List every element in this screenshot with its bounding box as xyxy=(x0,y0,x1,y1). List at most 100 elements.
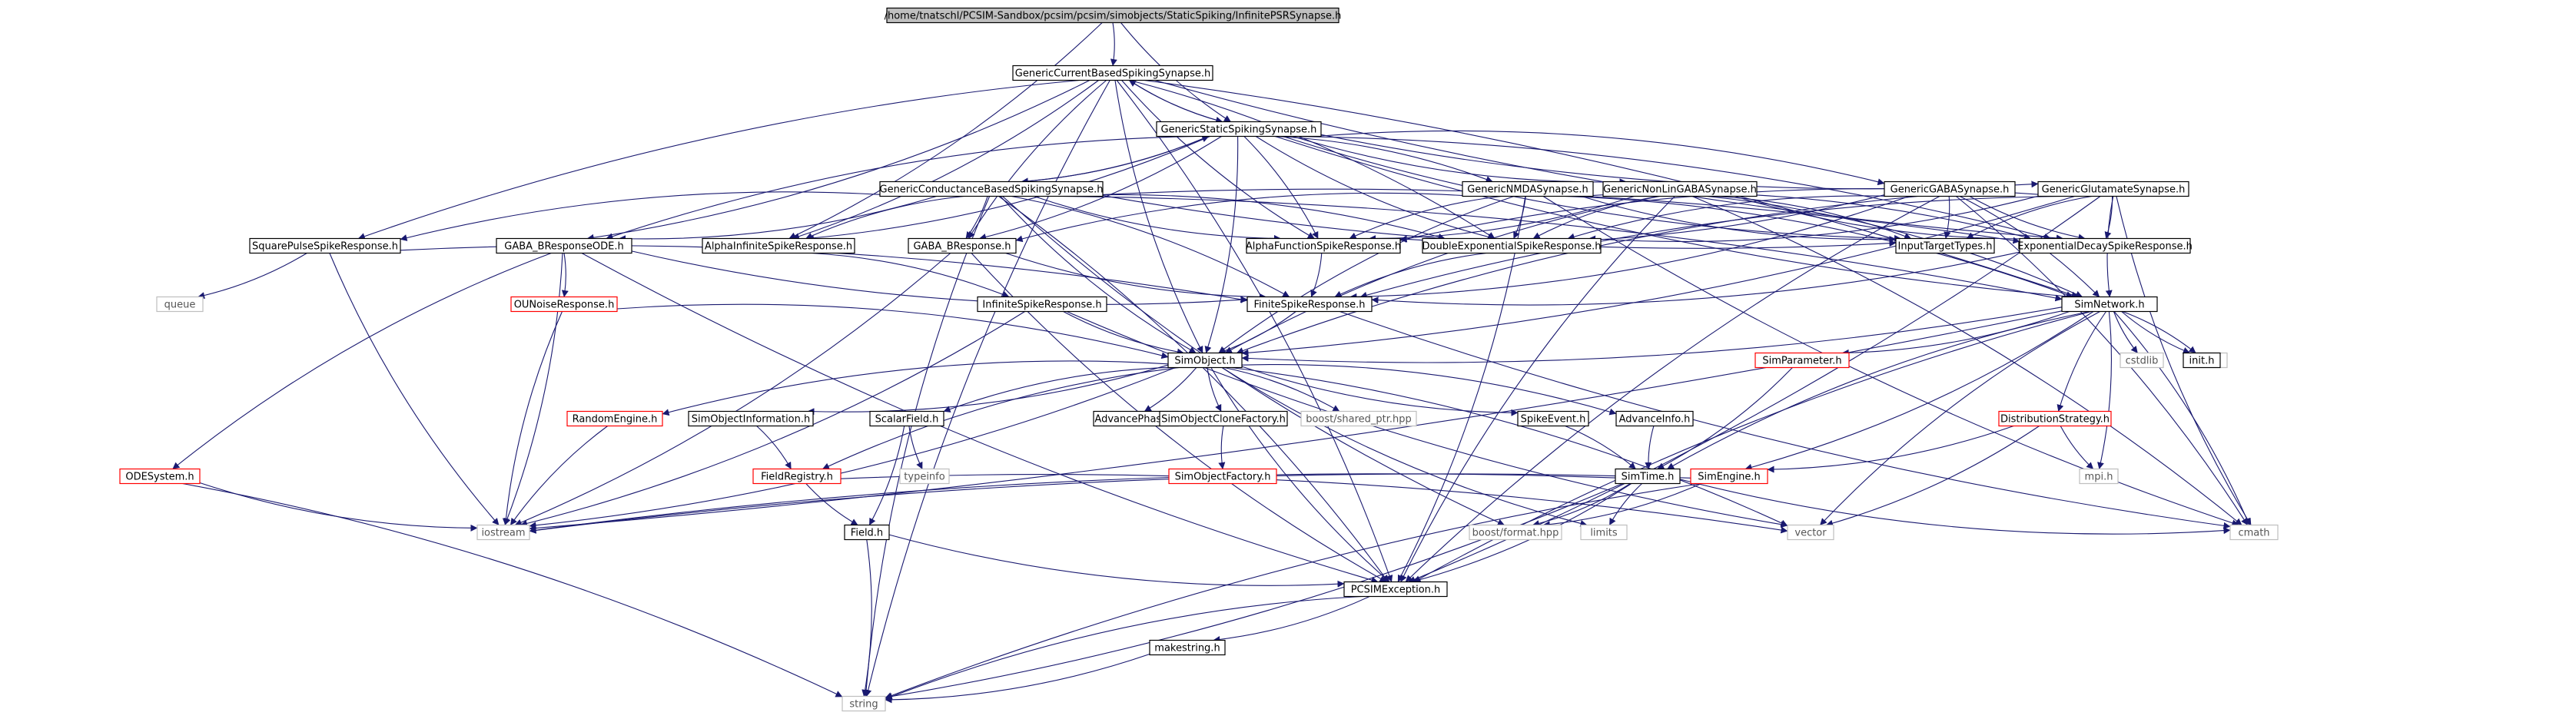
node-label: string xyxy=(849,699,878,711)
edge-simtime-to-string xyxy=(885,482,1623,700)
file-node[interactable]: GenericNMDASynapse.h xyxy=(1462,181,1594,197)
edge-simobj-to-vector xyxy=(1230,366,1788,526)
file-node[interactable]: SimObjectCloneFactory.h xyxy=(1159,410,1288,427)
edge-simnet-to-simparam xyxy=(1841,310,2070,356)
node-box xyxy=(1422,237,1602,254)
node-label: mpi.h xyxy=(2085,472,2113,483)
file-node[interactable]: Field.h xyxy=(844,524,890,541)
file-node[interactable]: FieldRegistry.h xyxy=(752,468,842,485)
edge-siminfo-to-fieldreg xyxy=(756,426,792,469)
file-node: cmath xyxy=(2229,524,2279,541)
file-node: boost/shared_ptr.hpp xyxy=(1300,410,1417,427)
node-label: SpikeEvent.h xyxy=(1521,414,1586,426)
edge-simobj-to-clonefac xyxy=(1207,367,1222,412)
node-label: vector xyxy=(1794,528,1827,539)
file-node: vector xyxy=(1787,524,1834,541)
node-box xyxy=(1602,181,1758,197)
edge-simengine-to-bformat xyxy=(1542,482,1702,528)
node-box xyxy=(1300,410,1417,427)
edge-simnet-to-vector xyxy=(1820,311,2100,525)
file-node[interactable]: ODESystem.h xyxy=(119,468,201,485)
node-label: SimEngine.h xyxy=(1698,472,1760,483)
file-node[interactable]: GenericGlutamateSynapse.h xyxy=(2037,181,2189,197)
edge-gglut-to-dblexp xyxy=(1588,195,2039,243)
file-node[interactable]: GABA_BResponse.h xyxy=(908,237,1017,254)
file-node[interactable]: AdvanceInfo.h xyxy=(1615,410,1694,427)
file-node[interactable]: SimEngine.h xyxy=(1690,468,1768,485)
file-node[interactable]: GABA_BResponseODE.h xyxy=(496,237,632,254)
edge-simobj-to-scalar xyxy=(943,366,1169,413)
node-box xyxy=(2229,524,2279,541)
edge-simobj-to-pcsimexc xyxy=(1210,367,1390,582)
file-node: iostream xyxy=(476,524,530,541)
file-node[interactable]: ExponentialDecaySpikeResponse.h xyxy=(2017,237,2193,254)
file-node[interactable]: init.h xyxy=(2183,352,2221,369)
edge-simnet-to-simengine xyxy=(1744,311,2094,471)
node-label: GenericConductanceBasedSpikingSynapse.h xyxy=(880,184,1104,196)
file-node[interactable]: GenericNonLinGABASynapse.h xyxy=(1602,181,1758,197)
node-label: SimObject.h xyxy=(1174,356,1235,367)
edge-gglut-to-finite xyxy=(1359,195,2063,299)
file-node[interactable]: SquarePulseSpikeResponse.h xyxy=(249,237,401,254)
node-box xyxy=(1517,410,1589,427)
file-node[interactable]: AlphaInfiniteSpikeResponse.h xyxy=(702,237,855,254)
file-node[interactable]: DistributionStrategy.h xyxy=(1998,410,2112,427)
node-box xyxy=(1895,237,1995,254)
file-node[interactable]: makestring.h xyxy=(1149,639,1226,656)
node-box xyxy=(2079,468,2119,485)
node-box xyxy=(1754,352,1850,369)
file-node[interactable]: SimObject.h xyxy=(1167,352,1243,369)
file-node[interactable]: GenericStaticSpikingSynapse.h xyxy=(1156,121,1322,138)
file-node[interactable]: OUNoiseResponse.h xyxy=(510,296,618,313)
file-node[interactable]: RandomEngine.h xyxy=(566,410,663,427)
file-node[interactable]: SimTime.h xyxy=(1615,468,1681,485)
edge-root-to-alphainf xyxy=(788,22,1103,239)
edge-gglut-to-simobj xyxy=(1241,195,2075,356)
file-node[interactable]: SpikeEvent.h xyxy=(1517,410,1589,427)
node-label: AlphaFunctionSpikeResponse.h xyxy=(1246,241,1401,253)
edge-field-to-string xyxy=(861,539,872,697)
file-node: limits xyxy=(1580,524,1628,541)
file-node[interactable]: InfiniteSpikeResponse.h xyxy=(977,296,1107,313)
node-label: ODESystem.h xyxy=(125,472,194,483)
file-node[interactable]: GenericConductanceBasedSpikingSynapse.h xyxy=(879,181,1104,197)
edge-simengine-to-iostream xyxy=(529,473,1691,534)
file-node[interactable]: SimObjectFactory.h xyxy=(1168,468,1277,485)
edge-gcondbss-to-simobj xyxy=(1000,196,1197,353)
node-box xyxy=(476,524,530,541)
file-node[interactable]: ScalarField.h xyxy=(869,410,944,427)
file-node[interactable]: SimParameter.h xyxy=(1754,352,1850,369)
node-label: SimParameter.h xyxy=(1762,356,1841,367)
edge-randeng-to-iostream xyxy=(510,426,609,525)
node-label: AdvanceInfo.h xyxy=(1619,414,1691,426)
edge-gss-to-expdecay xyxy=(1293,135,2052,240)
edge-gcbss-to-expdecay xyxy=(1154,79,2063,242)
file-node[interactable]: InputTargetTypes.h xyxy=(1895,237,1995,254)
edge-diststrat-to-vector xyxy=(1825,426,2040,527)
file-node[interactable]: DoubleExponentialSpikeResponse.h xyxy=(1422,237,1602,254)
node-box xyxy=(977,296,1107,313)
node-box xyxy=(510,296,618,313)
file-node[interactable]: GenericCurrentBasedSpikingSynapse.h xyxy=(1012,65,1213,81)
edge-gababode-to-ounoise xyxy=(561,253,569,297)
edge-gss-to-gnmda xyxy=(1273,135,1493,183)
node-box xyxy=(1343,581,1448,598)
file-node: boost/format.hpp xyxy=(1469,524,1562,541)
file-node[interactable]: GenericGABASynapse.h xyxy=(1884,181,2016,197)
node-label: GenericNonLinGABASynapse.h xyxy=(1603,184,1757,196)
edge-gnmda-to-inputtt xyxy=(1581,195,1897,243)
edge-gcondbss-to-gss xyxy=(1021,135,1210,183)
file-node[interactable]: SimObjectInformation.h xyxy=(688,410,814,427)
file-node[interactable]: AlphaFunctionSpikeResponse.h xyxy=(1246,237,1401,254)
edge-gnonlin-to-simnet xyxy=(1707,195,2083,298)
edge-expdecay-to-finite xyxy=(1371,251,2020,306)
edge-simobj-to-fieldreg xyxy=(822,366,1180,469)
file-node[interactable]: FiniteSpikeResponse.h xyxy=(1247,296,1373,313)
file-node[interactable]: PCSIMException.h xyxy=(1343,581,1448,598)
edge-fieldreg-to-vector xyxy=(840,474,1788,534)
file-node[interactable]: SimNetwork.h xyxy=(2061,296,2158,313)
edge-gnmda-to-gababresp xyxy=(1015,192,1463,243)
edge-gss-to-alphainf xyxy=(806,135,1210,242)
node-box xyxy=(1149,639,1226,656)
edge-simnet-to-mpi xyxy=(2097,311,2112,469)
